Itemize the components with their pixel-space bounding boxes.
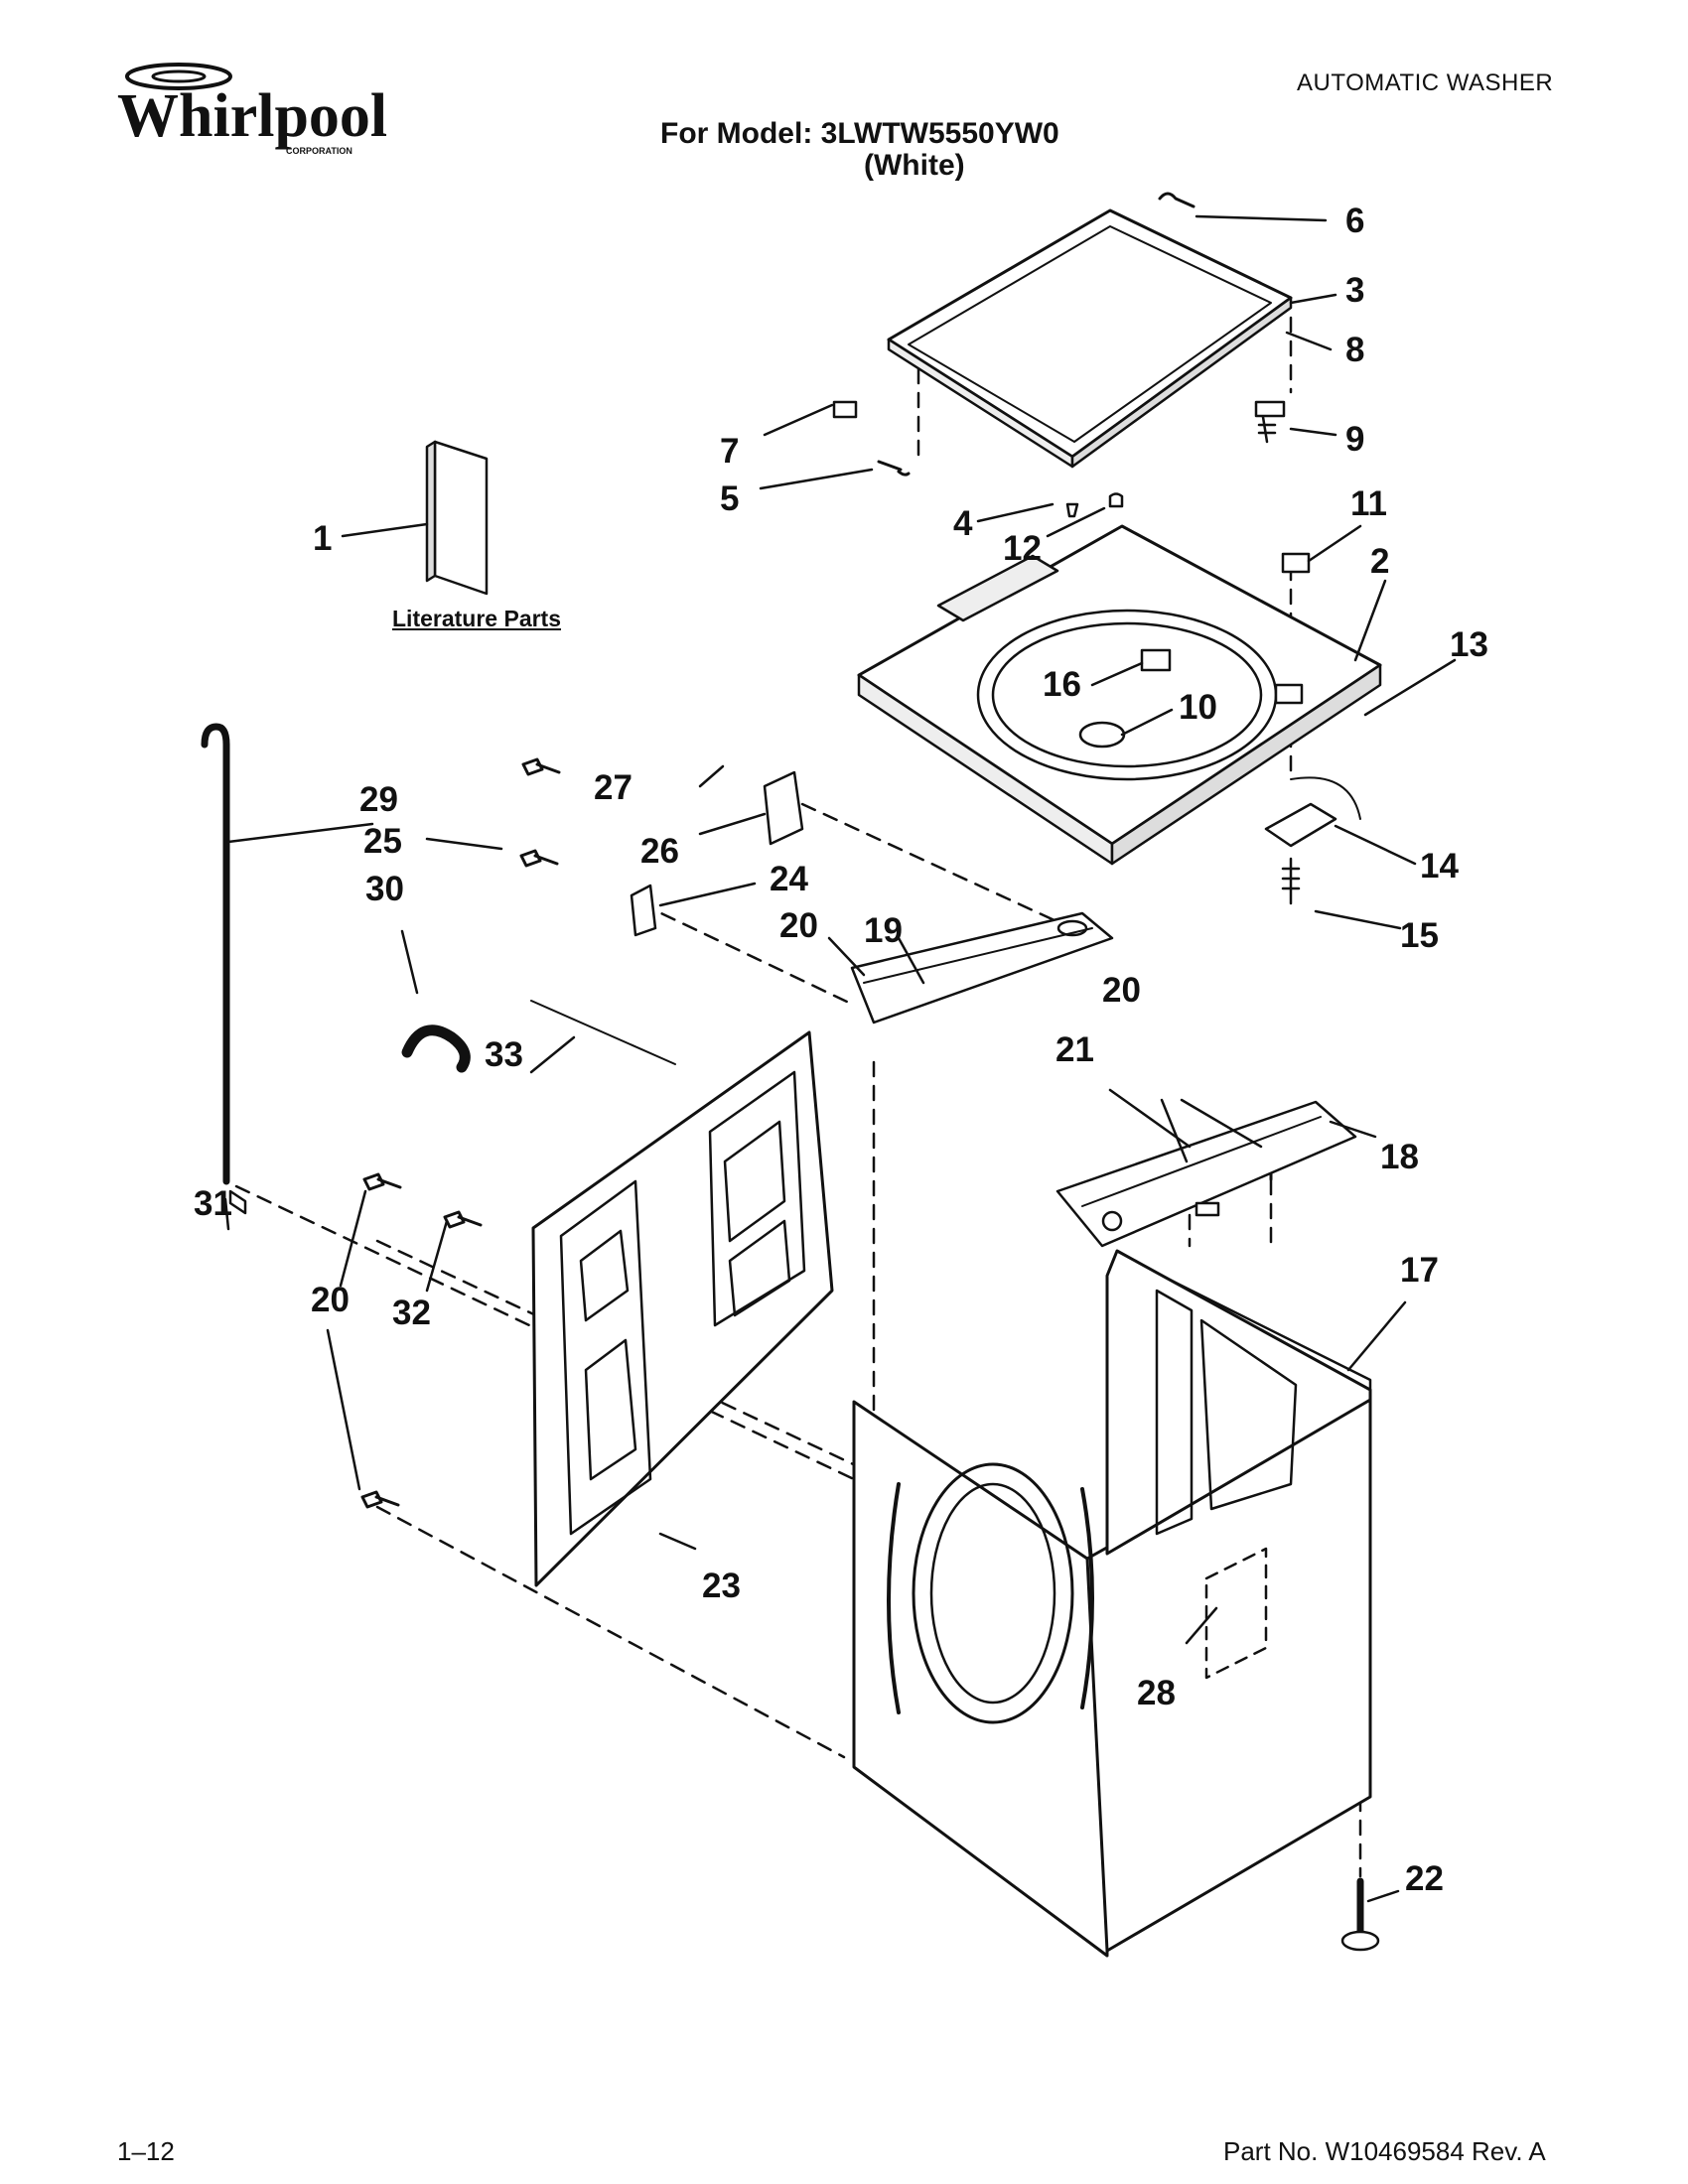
callout-18: 18	[1380, 1138, 1419, 1176]
callout-17: 17	[1400, 1251, 1439, 1290]
callout-33: 33	[485, 1035, 523, 1074]
document-type: AUTOMATIC WASHER	[1297, 69, 1554, 96]
callout-19: 19	[864, 911, 903, 950]
hose-guide-part-30	[401, 1024, 471, 1073]
literature-parts-label: Literature Parts	[392, 606, 562, 631]
leveling-foot-part-22	[1340, 1877, 1380, 1952]
part-number: Part No. W10469584 Rev. A	[1223, 2136, 1546, 2166]
callout-5: 5	[720, 479, 740, 518]
callout-10: 10	[1179, 688, 1217, 727]
callout-3: 3	[1345, 271, 1365, 310]
callout-20-right: 20	[1102, 971, 1141, 1010]
whirlpool-logo: Whirlpool CORPORATION	[117, 63, 387, 156]
rail-part-19	[850, 911, 1114, 1024]
drain-hose-part-29	[201, 723, 247, 1215]
callout-9: 9	[1345, 420, 1365, 459]
callout-20-top: 20	[779, 906, 818, 945]
callout-27: 27	[594, 768, 633, 807]
literature-booklet-part-1	[425, 440, 489, 596]
model-number: For Model: 3LWTW5550YW0	[660, 117, 1059, 150]
callout-1: 1	[313, 519, 333, 558]
callout-26: 26	[640, 832, 679, 871]
washer-lid-part-3	[887, 208, 1293, 469]
rail-part-18	[1055, 1100, 1357, 1248]
cable-tie-part-33	[530, 1000, 676, 1065]
callout-23: 23	[702, 1567, 741, 1605]
lid-small-parts	[832, 192, 1286, 518]
callout-30: 30	[365, 870, 404, 908]
callout-13: 13	[1450, 625, 1488, 664]
top-panel-part-2	[857, 524, 1382, 866]
callout-24: 24	[770, 860, 808, 898]
page-number: 1–12	[117, 2136, 175, 2166]
rear-panel-part-23	[531, 1030, 834, 1587]
svg-text:CORPORATION: CORPORATION	[286, 146, 352, 156]
callout-15: 15	[1400, 916, 1439, 955]
callout-6: 6	[1345, 202, 1365, 240]
callout-arrows	[223, 214, 1457, 1903]
svg-text:Whirlpool: Whirlpool	[117, 82, 387, 150]
callout-7: 7	[720, 432, 740, 471]
model-color: (White)	[864, 149, 965, 182]
callout-11: 11	[1350, 484, 1387, 523]
callout-14: 14	[1420, 847, 1459, 886]
callout-32: 32	[392, 1294, 431, 1332]
callout-25: 25	[363, 822, 402, 861]
callout-8: 8	[1345, 331, 1365, 369]
bracket-part-26	[763, 770, 804, 846]
clip-part-24	[630, 884, 657, 937]
callout-31: 31	[194, 1184, 232, 1223]
callout-12: 12	[1003, 529, 1042, 568]
callout-4: 4	[953, 504, 973, 543]
callout-22: 22	[1405, 1859, 1444, 1898]
callout-20-left: 20	[311, 1281, 350, 1319]
callout-29: 29	[359, 780, 398, 819]
callout-28: 28	[1137, 1674, 1176, 1712]
cabinet-part-17	[852, 1249, 1372, 1958]
callout-16: 16	[1043, 665, 1081, 704]
callout-21: 21	[1055, 1030, 1094, 1069]
lid-switch-part-14	[1264, 776, 1361, 905]
callout-2: 2	[1370, 542, 1390, 581]
